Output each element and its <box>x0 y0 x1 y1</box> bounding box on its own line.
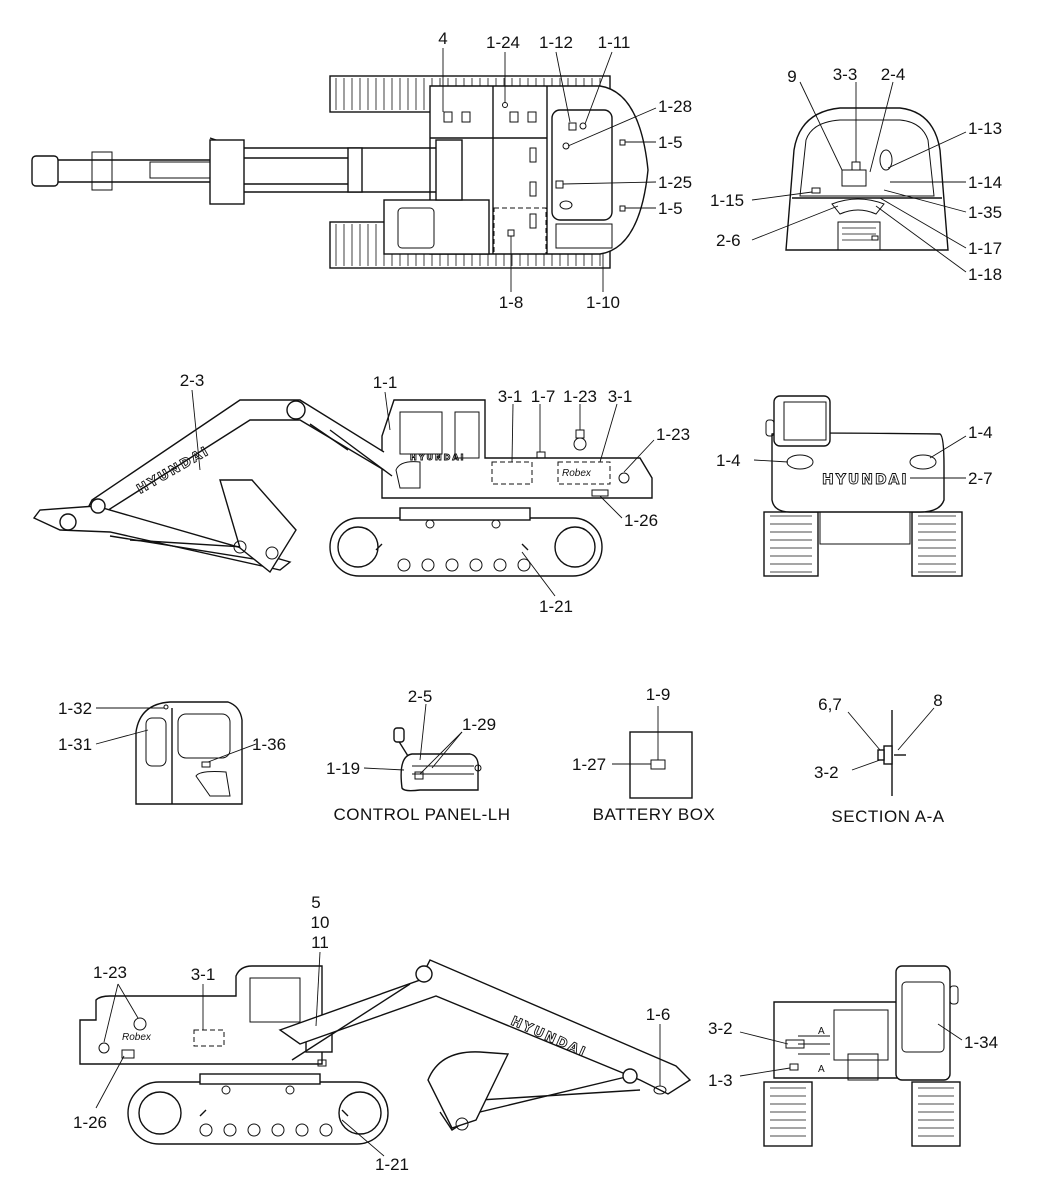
left-side-leaders <box>191 389 655 597</box>
right-side-leaders <box>95 951 661 1157</box>
callout-1-21-left: 1-21 <box>539 597 573 616</box>
front-view: A A 3-2 1-3 1-34 <box>708 965 998 1147</box>
caption-section: SECTION A-A <box>831 807 944 826</box>
callout-1-35: 1-35 <box>968 203 1002 222</box>
callout-2-5: 2-5 <box>408 687 433 706</box>
callout-1-10: 1-10 <box>586 293 620 312</box>
left-side-track <box>329 507 603 577</box>
callout-6-7: 6,7 <box>818 695 842 714</box>
callout-9: 9 <box>787 67 796 86</box>
callout-1-3: 1-3 <box>708 1071 733 1090</box>
control-panel-view: 2-5 1-29 1-19 CONTROL PANEL-LH <box>326 687 510 824</box>
callout-1-26-left: 1-26 <box>624 511 658 530</box>
callout-1-28: 1-28 <box>658 97 692 116</box>
model-decal-right: Robex <box>122 1032 152 1043</box>
callout-5: 5 <box>311 893 320 912</box>
callout-1-21-right: 1-21 <box>375 1155 409 1174</box>
callout-1-8: 1-8 <box>499 293 524 312</box>
callout-1-1: 1-1 <box>373 373 398 392</box>
callout-3-1-left-b: 3-1 <box>608 387 633 406</box>
callout-1-36: 1-36 <box>252 735 286 754</box>
callout-1-5-upper: 1-5 <box>658 133 683 152</box>
callout-1-31: 1-31 <box>58 735 92 754</box>
right-side-track <box>127 1073 389 1145</box>
callout-3-3: 3-3 <box>833 65 858 84</box>
right-side-boom-arm: HYUNDAI <box>278 959 692 1131</box>
section-mark-a-bottom: A <box>818 1064 825 1075</box>
callout-1-4-left: 1-4 <box>716 451 741 470</box>
callout-3-1-left-a: 3-1 <box>498 387 523 406</box>
callout-1-23-left-b: 1-23 <box>656 425 690 444</box>
callout-4: 4 <box>438 29 447 48</box>
callout-8: 8 <box>933 691 942 710</box>
callout-2-4: 2-4 <box>881 65 906 84</box>
callout-1-12: 1-12 <box>539 33 573 52</box>
section-leaders <box>847 707 935 771</box>
callout-1-19: 1-19 <box>326 759 360 778</box>
callout-1-5-lower: 1-5 <box>658 199 683 218</box>
rear-view: HYUNDAI 1-4 1-4 2-7 <box>716 395 993 577</box>
left-side-body: HYUNDAI Robex <box>381 399 653 499</box>
callout-1-18: 1-18 <box>968 265 1002 284</box>
cab-side-view: 1-32 1-31 1-36 <box>58 699 286 805</box>
right-side-view: Robex HYUNDAI 5 10 11 1-23 3-1 1- <box>73 893 692 1174</box>
callout-1-17: 1-17 <box>968 239 1002 258</box>
cab-side-leaders <box>95 707 257 763</box>
callout-1-23-right: 1-23 <box>93 963 127 982</box>
callout-1-25: 1-25 <box>658 173 692 192</box>
rear-view-leaders <box>753 435 967 479</box>
callout-1-6: 1-6 <box>646 1005 671 1024</box>
callout-1-34: 1-34 <box>964 1033 998 1052</box>
callout-3-2-front: 3-2 <box>708 1019 733 1038</box>
section-view: 6,7 8 3-2 SECTION A-A <box>814 691 944 826</box>
battery-box-leaders <box>612 706 659 765</box>
section-mark-a-top: A <box>818 1026 825 1037</box>
cab-brand-decal: HYUNDAI <box>410 453 466 462</box>
callout-1-24: 1-24 <box>486 33 520 52</box>
callout-1-29: 1-29 <box>462 715 496 734</box>
callout-1-15: 1-15 <box>710 191 744 210</box>
callout-1-13: 1-13 <box>968 119 1002 138</box>
model-decal-side: Robex <box>562 468 592 479</box>
callout-2-3: 2-3 <box>180 371 205 390</box>
callout-1-7: 1-7 <box>531 387 556 406</box>
top-view-boom-arm <box>31 137 463 205</box>
callout-3-1-right: 3-1 <box>191 965 216 984</box>
top-view-leaders <box>442 48 657 292</box>
caption-battery-box: BATTERY BOX <box>593 805 716 824</box>
callout-1-23-left-a: 1-23 <box>563 387 597 406</box>
callout-1-9: 1-9 <box>646 685 671 704</box>
callout-1-11: 1-11 <box>598 33 631 52</box>
callout-11: 11 <box>311 933 329 952</box>
callout-1-4-right: 1-4 <box>968 423 993 442</box>
cab-front-view: 9 3-3 2-4 1-13 1-14 1-15 1-35 2-6 1-17 1… <box>710 65 1002 284</box>
callout-1-27: 1-27 <box>572 755 606 774</box>
cab-front-leaders <box>751 81 967 273</box>
callout-1-14: 1-14 <box>968 173 1002 192</box>
left-side-view: HYUNDAI Robex HYUNDAI <box>32 371 690 616</box>
callout-2-7: 2-7 <box>968 469 993 488</box>
front-view-leaders <box>739 1023 963 1077</box>
callout-3-2-section: 3-2 <box>814 763 839 782</box>
callout-1-32: 1-32 <box>58 699 92 718</box>
counterweight-brand-decal: HYUNDAI <box>822 472 909 488</box>
top-view: 4 1-24 1-12 1-11 1-28 1-5 1-25 1-5 1-8 1… <box>31 29 692 312</box>
top-view-superstructure <box>383 85 649 255</box>
battery-box-view: 1-9 1-27 BATTERY BOX <box>572 685 715 824</box>
control-panel-leaders <box>363 703 463 775</box>
callout-10: 10 <box>311 913 330 932</box>
caption-control-panel: CONTROL PANEL-LH <box>333 805 510 824</box>
callout-1-26-right: 1-26 <box>73 1113 107 1132</box>
callout-2-6: 2-6 <box>716 231 741 250</box>
